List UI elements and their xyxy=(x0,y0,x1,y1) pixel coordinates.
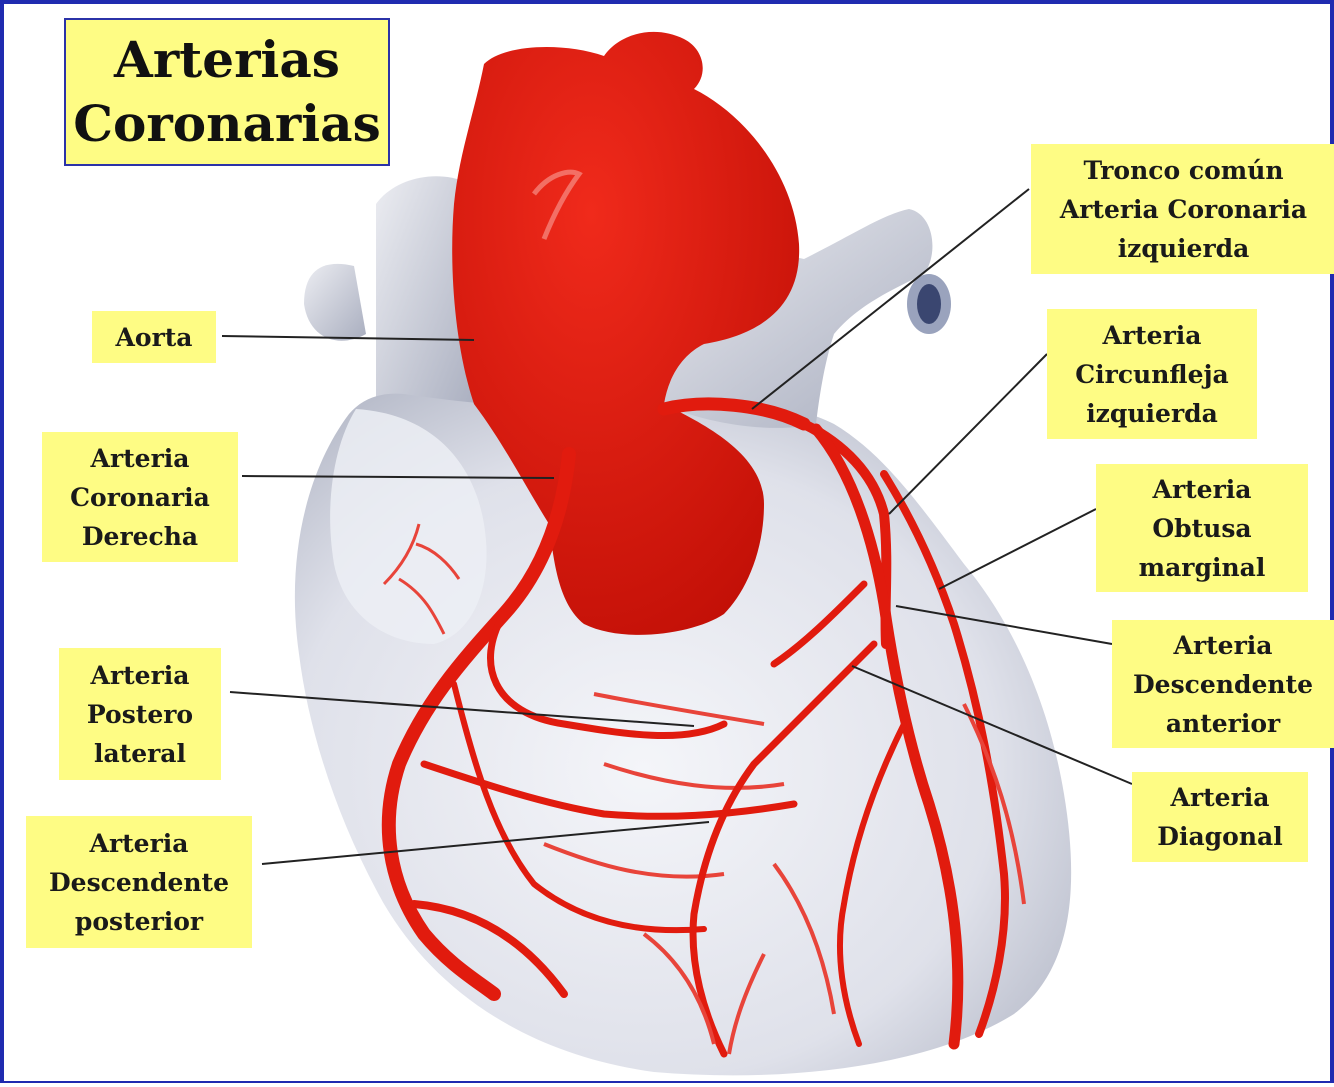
label-obtuse-marginal-artery: Arteria Obtusa marginal xyxy=(1096,464,1308,592)
label-anterior-descending-artery: Arteria Descendente anterior xyxy=(1112,620,1334,748)
title-line-1: Arterias xyxy=(114,28,340,92)
label-aorta: Aorta xyxy=(92,311,216,363)
label-posterior-descending-artery: Arteria Descendente posterior xyxy=(26,816,252,948)
label-left-main-coronary: Tronco común Arteria Coronaria izquierda xyxy=(1031,144,1334,274)
label-circumflex-artery: Arteria Circunfleja izquierda xyxy=(1047,309,1257,439)
pulmonary-vein-left xyxy=(304,264,366,341)
label-diagonal-artery: Arteria Diagonal xyxy=(1132,772,1308,862)
diagram-title: Arterias Coronarias xyxy=(64,18,390,166)
label-right-coronary-artery: Arteria Coronaria Derecha xyxy=(42,432,238,562)
label-posterolateral-artery: Arteria Postero lateral xyxy=(59,648,221,780)
title-line-2: Coronarias xyxy=(73,92,380,156)
